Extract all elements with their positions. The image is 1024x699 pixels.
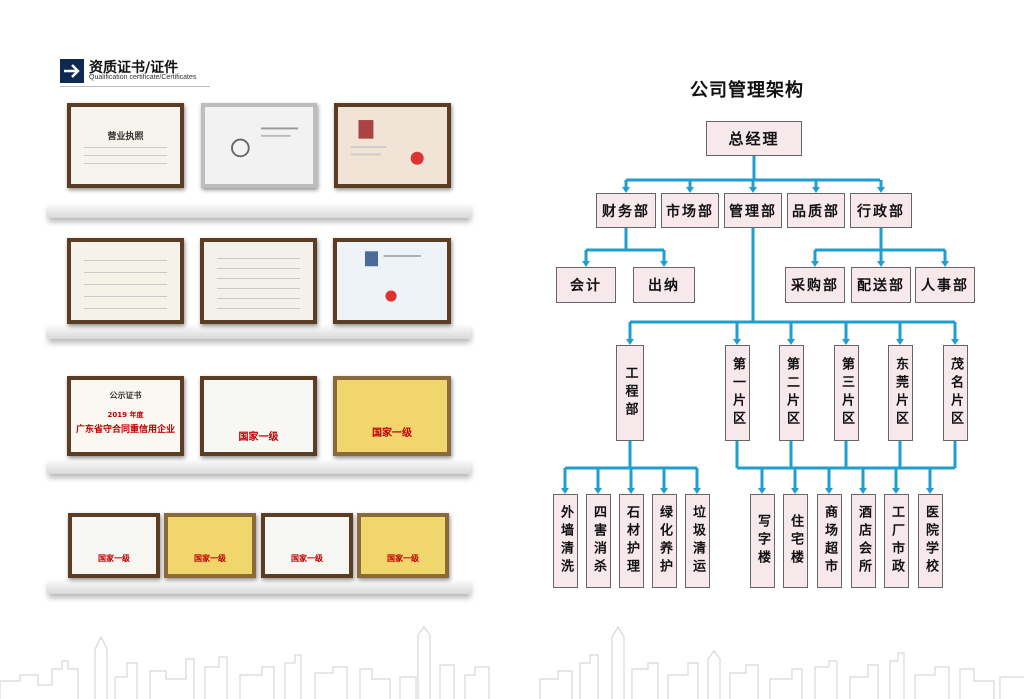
connector-arrow-61 bbox=[791, 488, 799, 494]
connector-arrow-69 bbox=[926, 488, 934, 494]
connector-arrow-49 bbox=[660, 488, 668, 494]
connector-arrow-3 bbox=[622, 187, 630, 193]
org-area-hospital: 医院学校 bbox=[918, 494, 943, 588]
org-area-mall: 商场超市 bbox=[817, 494, 842, 588]
connector-arrow-7 bbox=[749, 187, 757, 193]
certificate-credit-enterprise: 公示证书 2019 年度 广东省守合同重信用企业 bbox=[67, 376, 184, 456]
shelf-4 bbox=[48, 580, 471, 594]
connector-arrow-43 bbox=[561, 488, 569, 494]
org-distribution: 配送部 bbox=[851, 267, 911, 303]
org-eng-stone-care: 石材护理 bbox=[619, 494, 644, 588]
certificate-national-grade-1f: 国家一级 bbox=[357, 513, 449, 578]
org-eng-wall-cleaning: 外墙清洗 bbox=[553, 494, 578, 588]
certificate-national-grade-1c: 国家一级 bbox=[68, 513, 160, 578]
certificate-national-grade-1b: 国家一级 bbox=[333, 376, 451, 456]
connector-arrow-67 bbox=[892, 488, 900, 494]
connector-arrow-5 bbox=[686, 187, 694, 193]
connector-arrow-31 bbox=[733, 339, 741, 345]
org-cashier: 出纳 bbox=[633, 267, 695, 303]
org-area-residential: 住宅楼 bbox=[783, 494, 808, 588]
shelf-2 bbox=[48, 325, 471, 339]
connector-arrow-63 bbox=[825, 488, 833, 494]
connector-arrow-65 bbox=[859, 488, 867, 494]
section-title: 资质证书/证件 bbox=[89, 60, 179, 76]
org-dept-finance: 财务部 bbox=[596, 193, 656, 228]
org-purchasing: 采购部 bbox=[785, 267, 845, 303]
certificate-national-grade-1a: 国家一级 bbox=[200, 376, 317, 456]
certificate-national-grade-1e: 国家一级 bbox=[261, 513, 353, 578]
connector-arrow-29 bbox=[626, 339, 634, 345]
connector-arrow-35 bbox=[842, 339, 850, 345]
certificate-3 bbox=[334, 103, 451, 188]
connector-arrow-11 bbox=[877, 187, 885, 193]
city-skyline-decoration bbox=[0, 626, 1024, 699]
org-area-2: 第二片区 bbox=[779, 345, 804, 441]
org-area-dongguan: 东莞片区 bbox=[888, 345, 913, 441]
org-eng-pest-control: 四害消杀 bbox=[586, 494, 611, 588]
certificate-business-license: 营业执照 bbox=[67, 103, 184, 188]
shelf-1 bbox=[48, 204, 471, 218]
org-eng-greening: 绿化养护 bbox=[652, 494, 677, 588]
certificate-2 bbox=[201, 103, 317, 188]
org-dept-quality: 品质部 bbox=[787, 193, 845, 228]
org-area-office: 写字楼 bbox=[750, 494, 775, 588]
connector-arrow-23 bbox=[877, 261, 885, 267]
arrow-right-icon bbox=[60, 59, 84, 83]
connector-arrow-9 bbox=[812, 187, 820, 193]
certificate-5 bbox=[200, 238, 317, 324]
org-hr: 人事部 bbox=[915, 267, 975, 303]
org-area-3: 第三片区 bbox=[834, 345, 859, 441]
shelf-3 bbox=[48, 460, 471, 474]
org-area-1: 第一片区 bbox=[725, 345, 750, 441]
header-divider bbox=[60, 86, 210, 87]
connector-arrow-39 bbox=[951, 339, 959, 345]
org-ceo: 总经理 bbox=[706, 121, 802, 156]
org-dept-management: 管理部 bbox=[724, 193, 782, 228]
section-subtitle: Qualification certificate/Certificates bbox=[89, 74, 197, 81]
org-eng-garbage: 垃圾清运 bbox=[685, 494, 710, 588]
org-dept-admin: 行政部 bbox=[850, 193, 912, 228]
certificate-6 bbox=[333, 238, 451, 324]
org-engineering: 工程部 bbox=[616, 345, 644, 441]
connector-arrow-59 bbox=[758, 488, 766, 494]
org-accounting: 会计 bbox=[556, 267, 616, 303]
org-dept-marketing: 市场部 bbox=[661, 193, 719, 228]
connector-arrow-47 bbox=[627, 488, 635, 494]
org-area-maoming: 茂名片区 bbox=[943, 345, 968, 441]
org-area-factory: 工厂市政 bbox=[884, 494, 909, 588]
org-area-hotel: 酒店会所 bbox=[851, 494, 876, 588]
connector-arrow-21 bbox=[811, 261, 819, 267]
connector-arrow-45 bbox=[594, 488, 602, 494]
connector-arrow-15 bbox=[582, 261, 590, 267]
certificate-national-grade-1d: 国家一级 bbox=[164, 513, 256, 578]
connector-arrow-37 bbox=[896, 339, 904, 345]
connector-arrow-17 bbox=[660, 261, 668, 267]
connector-arrow-33 bbox=[787, 339, 795, 345]
connector-arrow-25 bbox=[941, 261, 949, 267]
org-chart-title: 公司管理架构 bbox=[690, 80, 804, 101]
certificate-4 bbox=[67, 238, 184, 324]
connector-arrow-51 bbox=[693, 488, 701, 494]
